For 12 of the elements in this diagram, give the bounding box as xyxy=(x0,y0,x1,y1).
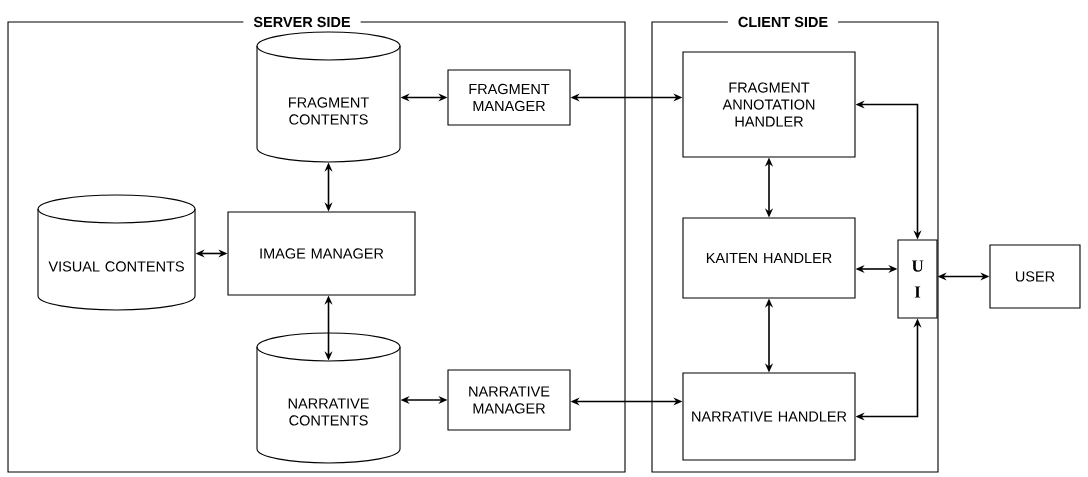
process-box: FRAGMENT MANAGER xyxy=(447,69,571,126)
process-box: FRAGMENT ANNOTATION HANDLER xyxy=(682,51,856,158)
process-box: NARRATIVE HANDLER xyxy=(682,372,856,461)
database-cylinder: FRAGMENT CONTENTS xyxy=(256,31,401,163)
interface-box: U I xyxy=(897,239,938,319)
process-box: KAITEN HANDLER xyxy=(682,217,856,299)
process-box: IMAGE MANAGER xyxy=(227,211,416,296)
database-cylinder: NARRATIVE CONTENTS xyxy=(256,332,401,464)
process-box: USER xyxy=(989,244,1081,309)
node-label: NARRATIVE CONTENTS xyxy=(288,398,369,426)
database-cylinder: VISUAL CONTENTS xyxy=(37,194,196,311)
process-box: NARRATIVE MANAGER xyxy=(447,369,571,431)
